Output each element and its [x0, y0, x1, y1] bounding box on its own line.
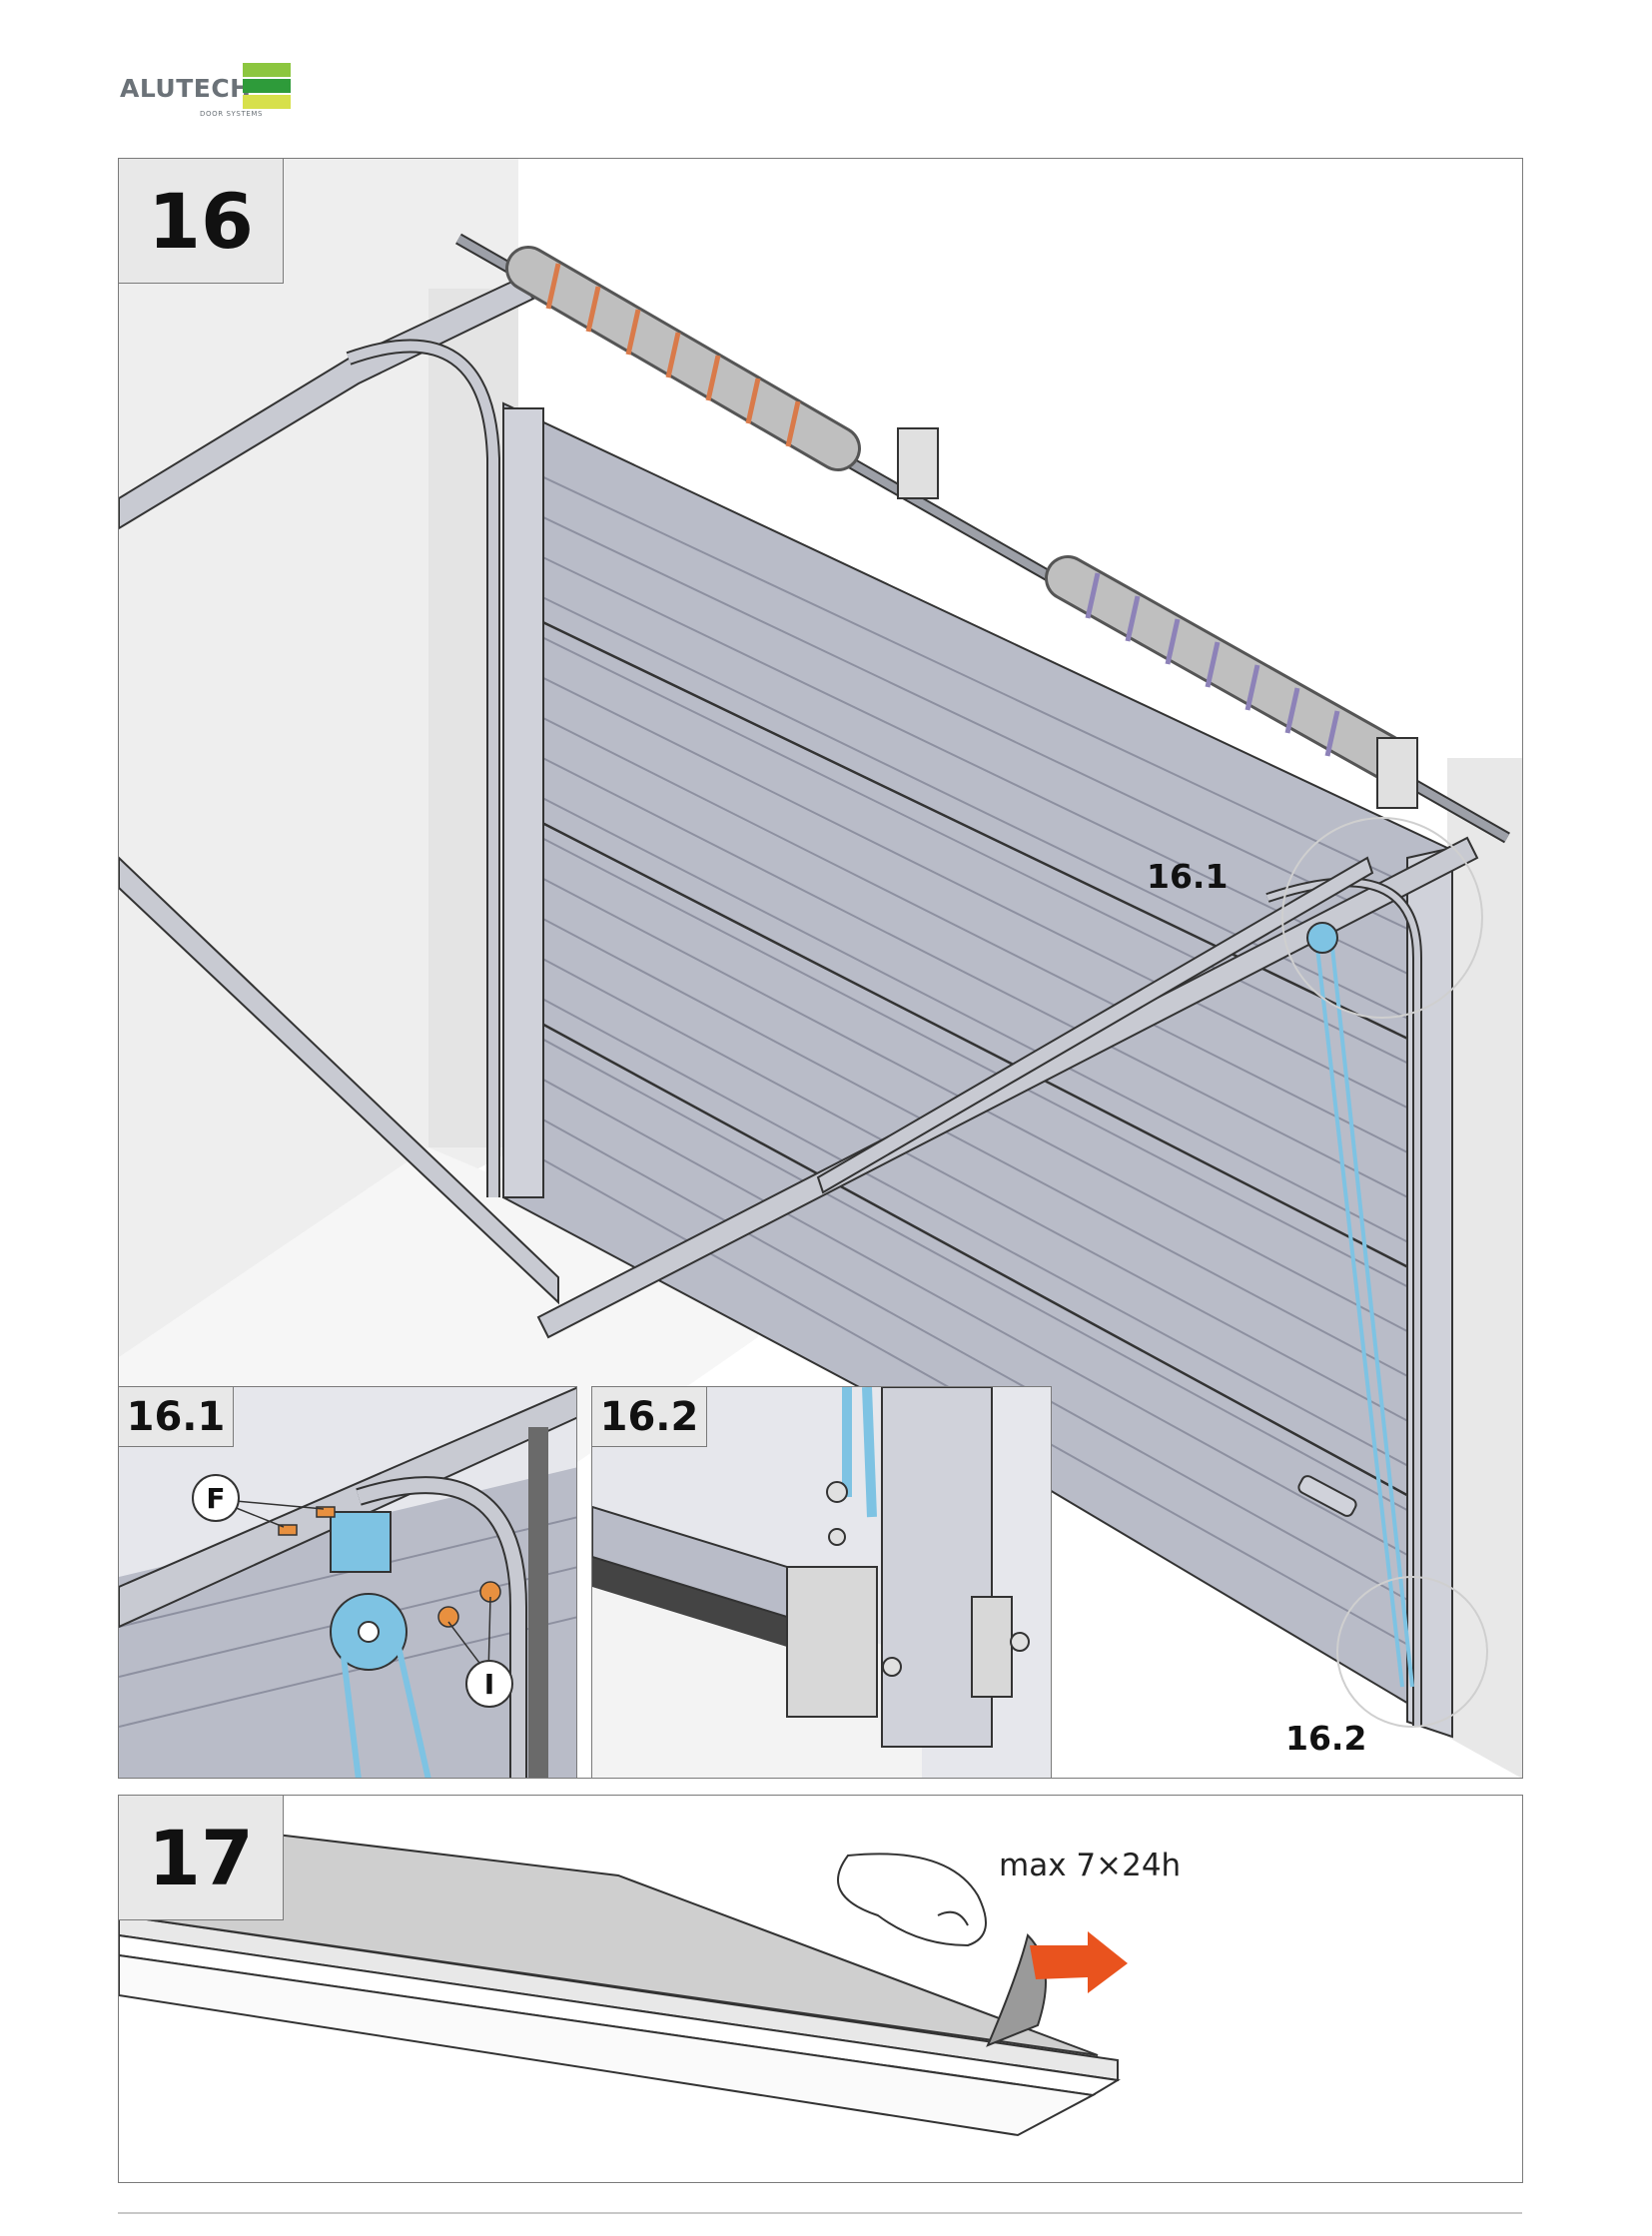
hand-icon: [837, 1853, 987, 1947]
step-16-number: 16: [119, 159, 284, 284]
torsion-spring-orange: [505, 246, 861, 471]
torsion-spring-purple: [1045, 555, 1410, 781]
step-16-panel: [118, 158, 1523, 1779]
door-panel-grooves: [502, 457, 1448, 1668]
garage-door-assembly-illustration: [119, 159, 1522, 1778]
bottom-cable: [842, 1387, 877, 1518]
part-label-F: F: [192, 1474, 240, 1522]
brand-tagline: DOOR SYSTEMS: [200, 110, 264, 118]
part-label-I: I: [465, 1660, 513, 1708]
pulley-bracket-icon: [330, 1511, 408, 1671]
detail-circle-16-2: [1336, 1576, 1488, 1728]
step-16-1-number: 16.1: [119, 1387, 234, 1447]
brand-logo-icon: [243, 63, 291, 109]
footer-divider: [118, 2212, 1522, 2214]
step-16-1-panel: [118, 1386, 577, 1779]
max-time-instruction: max 7×24h: [999, 1848, 1182, 1883]
push-arrow-icon: [1030, 1931, 1128, 1993]
bottom-bracket-detail-illustration: [592, 1387, 1051, 1778]
callout-16-1: 16.1: [1147, 857, 1229, 896]
lift-cable: [1315, 947, 1414, 1688]
step-17-number: 17: [119, 1796, 284, 1920]
peel-protective-film-illustration: [119, 1814, 1128, 2137]
step-16-2-number: 16.2: [592, 1387, 707, 1447]
fastener-f-icon: [278, 1506, 336, 1536]
brand-logo-text: ALUTECH: [120, 74, 252, 103]
step-16-2-panel: [591, 1386, 1052, 1779]
step-17-panel: [118, 1795, 1523, 2183]
fastener-i-icon: [437, 1581, 501, 1628]
detail-circle-16-1: [1281, 817, 1483, 1019]
callout-16-2: 16.2: [1285, 1719, 1367, 1758]
cable-drum-detail-illustration: [119, 1387, 576, 1778]
